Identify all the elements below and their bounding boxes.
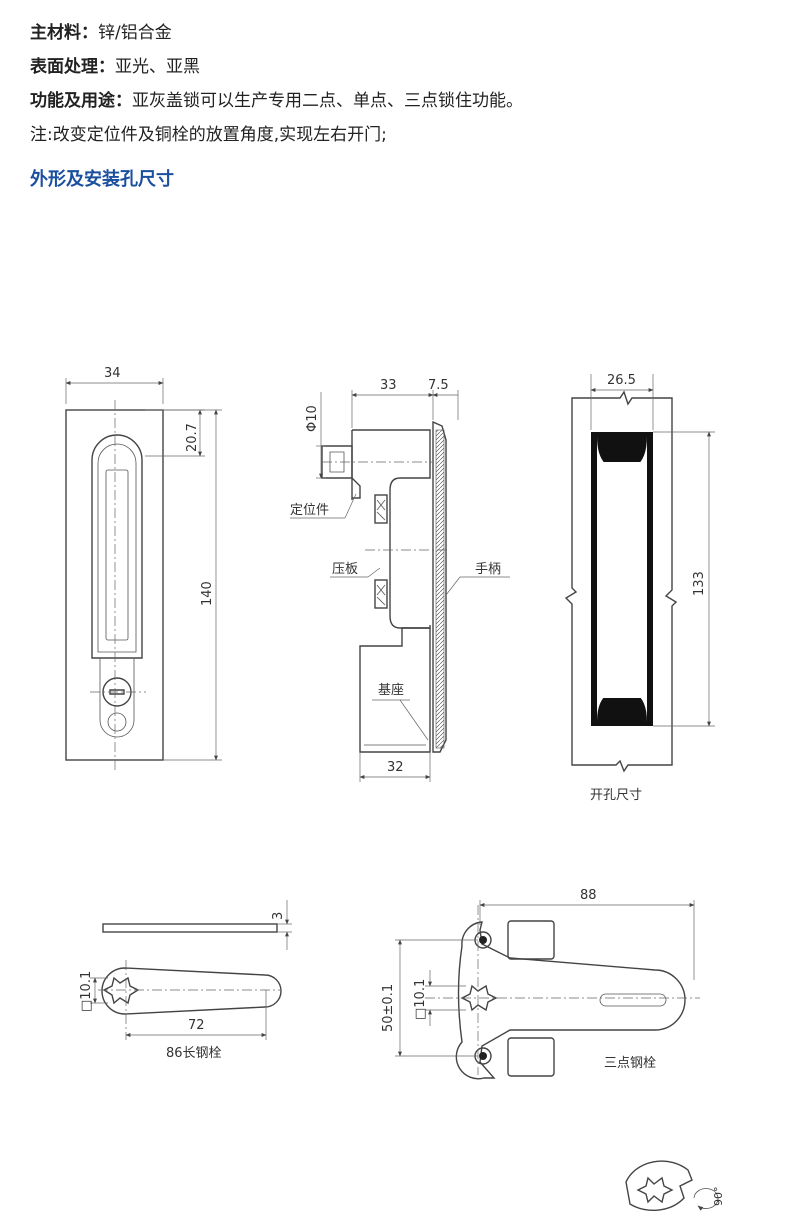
- cutout-height-dim: 133: [692, 571, 707, 596]
- rotation-view: 90°: [625, 1160, 725, 1212]
- bar-view: 3 □10.1 72 86长钢栓: [79, 900, 292, 1061]
- label-handle: 手柄: [475, 562, 501, 577]
- label-base: 基座: [378, 683, 404, 698]
- side-view: 33 7.5 Φ10 32 定位件 压板 手柄 基座: [290, 378, 510, 782]
- bar-length-dim: 72: [188, 1018, 205, 1033]
- tp-width-dim: 88: [580, 888, 597, 903]
- side-base-dim: 32: [387, 760, 404, 775]
- cutout-view: 26.5 133 开孔尺寸: [564, 373, 715, 803]
- front-height-dim: 140: [200, 581, 215, 606]
- three-point-view: 88 50±0.1 □10.1 三点钢栓: [381, 888, 700, 1080]
- bar-caption: 86长钢栓: [166, 1046, 222, 1061]
- side-body-dim: 33: [380, 378, 397, 393]
- side-handle-dim: 7.5: [428, 378, 449, 393]
- rotation-angle: 90°: [712, 1187, 725, 1207]
- front-width-dim: 34: [104, 366, 121, 381]
- tp-height-dim: 50±0.1: [381, 984, 396, 1032]
- front-view: 34 20.7 140: [65, 366, 222, 770]
- section-title: 外形及安装孔尺寸: [30, 169, 174, 190]
- spec-note: 注:改变定位件及铜栓的放置角度,实现左右开门;: [30, 125, 387, 145]
- cutout-caption: 开孔尺寸: [590, 788, 642, 803]
- spec-surface: 表面处理：亚光、亚黑: [30, 57, 200, 77]
- label-positioner: 定位件: [290, 503, 329, 518]
- spec-material: 主材料：锌/铝合金: [30, 23, 172, 43]
- cutout-width-dim: 26.5: [607, 373, 636, 388]
- side-pin-dim: Φ10: [305, 405, 320, 432]
- tp-caption: 三点钢栓: [604, 1056, 656, 1071]
- bar-thickness-dim: 3: [271, 912, 286, 920]
- tp-square-dim: □10.1: [413, 979, 428, 1020]
- spec-function: 功能及用途：亚灰盖锁可以生产专用二点、单点、三点锁住功能。: [30, 91, 523, 111]
- front-slot-dim: 20.7: [185, 423, 200, 452]
- label-pressure-plate: 压板: [332, 562, 358, 577]
- bar-square-dim: □10.1: [79, 971, 94, 1012]
